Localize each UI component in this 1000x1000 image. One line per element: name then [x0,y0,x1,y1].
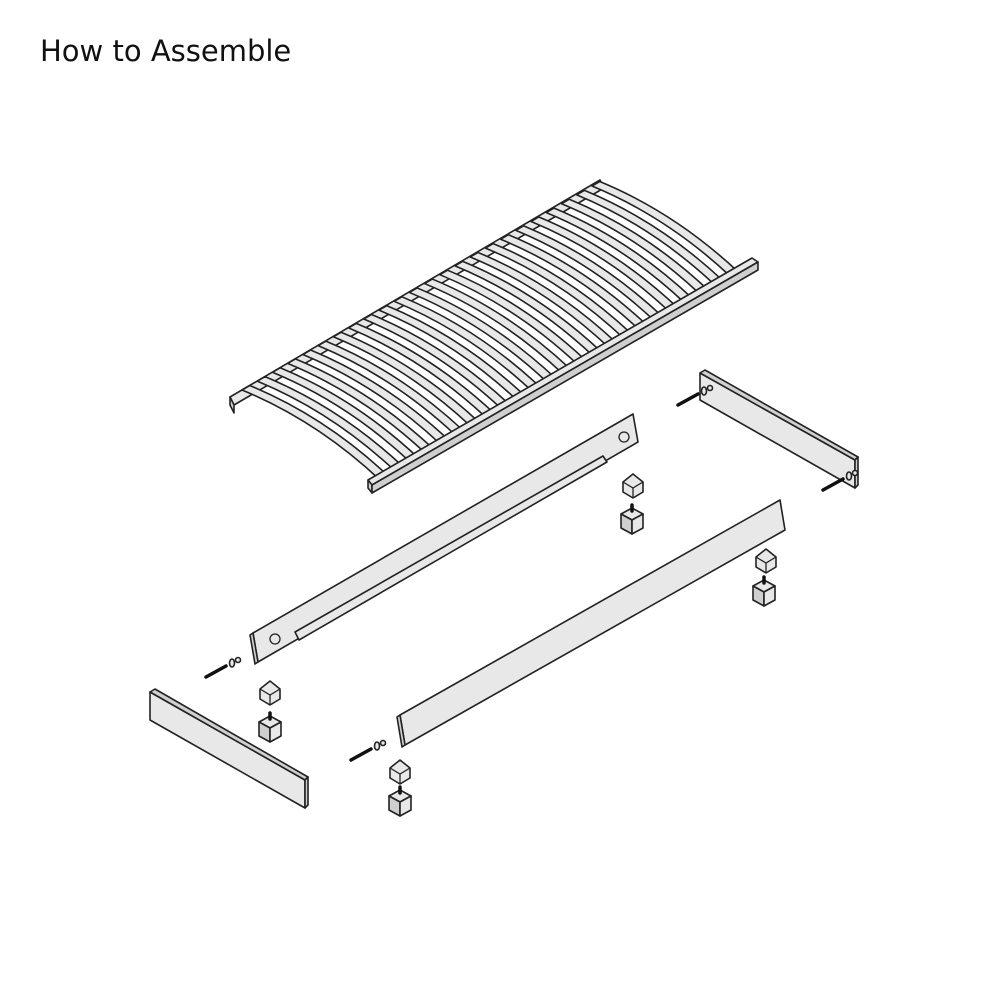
corner-bracket [389,759,411,785]
footboard [149,688,309,809]
bolt-with-washer [676,384,714,407]
page-title: How to Assemble [40,34,292,68]
corner-bracket [259,680,281,706]
bolt-with-washer [204,656,242,679]
headboard [699,369,859,489]
corner-bracket [622,473,644,499]
leg [620,503,644,535]
bolt-with-washer [349,739,387,762]
leg [752,575,776,607]
leg [258,711,282,743]
side-rail [396,499,786,748]
side-rail-with-ledge [249,413,639,665]
bolt-with-washer [821,469,859,492]
corner-bracket [755,548,777,574]
leg [388,785,412,817]
slatted-frame [229,179,759,494]
